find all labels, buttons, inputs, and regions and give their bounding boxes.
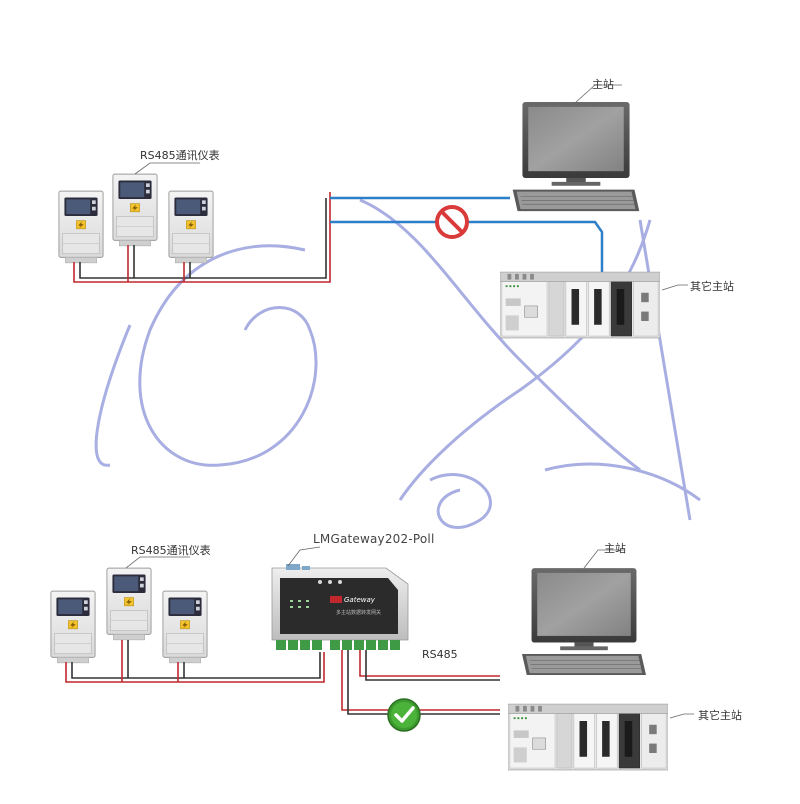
top-master-label: 主站 (592, 78, 614, 91)
check-icon (387, 698, 421, 732)
bottom-other-leader-line (669, 713, 694, 719)
top-master-pc (512, 102, 640, 212)
top-meters-label: RS485通讯仪表 (140, 149, 220, 162)
bottom-meters-label: RS485通讯仪表 (131, 544, 211, 557)
top-meter-3 (168, 190, 214, 264)
bottom-links (341, 650, 500, 715)
bottom-meter-3 (162, 590, 208, 664)
bottom-other-master-plc (508, 703, 668, 771)
top-meters-leader-line (134, 162, 200, 175)
top-meter-1 (58, 190, 104, 264)
gateway-leader-line (287, 546, 321, 567)
top-other-leader-line (661, 284, 688, 291)
bottom-section: Gateway 多主站数据转发网关 (50, 546, 694, 771)
prohibited-icon (435, 205, 469, 239)
top-rs485-bus (73, 192, 331, 283)
bottom-master-leader-line (583, 549, 625, 569)
gateway-device: Gateway 多主站数据转发网关 (271, 564, 409, 650)
gateway-subtitle: 多主站数据转发网关 (336, 609, 381, 616)
bottom-meter-1 (50, 590, 96, 664)
gateway-label: LMGateway202-Poll (313, 532, 435, 546)
bottom-other-master-label: 其它主站 (698, 709, 742, 722)
top-section (58, 84, 688, 339)
bus-label: RS485 (422, 648, 458, 661)
bottom-master-label: 主站 (604, 542, 626, 555)
top-master-leader-line (574, 84, 622, 104)
top-other-master-plc (500, 271, 660, 339)
bottom-meters-leader-line (125, 556, 190, 569)
top-other-master-label: 其它主站 (690, 280, 734, 293)
top-meter-2 (112, 173, 158, 247)
bottom-master-pc (522, 568, 646, 676)
gateway-brand: Gateway (344, 596, 376, 604)
bottom-rs485-bus (65, 640, 325, 683)
bottom-meter-2 (106, 567, 152, 641)
